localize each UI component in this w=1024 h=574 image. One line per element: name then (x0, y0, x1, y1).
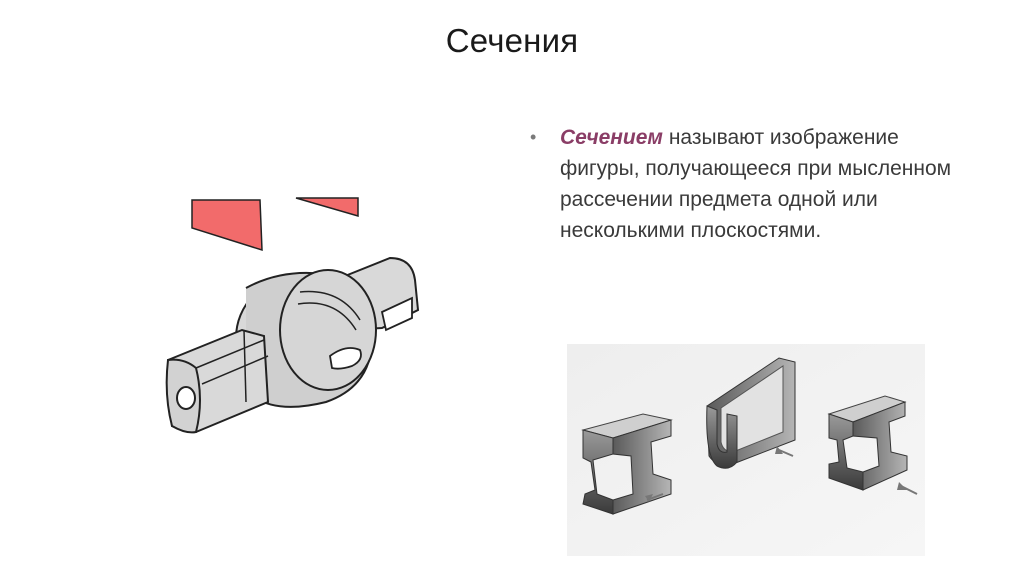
profiles-section-photo (567, 344, 925, 556)
shaft-section-illustration (165, 197, 420, 434)
cutting-plane-left (191, 199, 263, 252)
i-profile-part (581, 413, 673, 515)
definition-text: Сечением называют изображение фигуры, по… (560, 122, 958, 246)
definition-bullet: • Сечением называют изображение фигуры, … (530, 122, 958, 246)
bullet-dot-icon: • (530, 127, 537, 147)
definition-body: называют изображение фигуры, получающеес… (560, 126, 952, 242)
t-profile-part (827, 395, 918, 495)
cutting-plane-right (295, 197, 359, 217)
slide-title: Сечения (445, 22, 579, 59)
u-channel-part (706, 357, 796, 469)
definition-term: Сечением (560, 126, 663, 149)
